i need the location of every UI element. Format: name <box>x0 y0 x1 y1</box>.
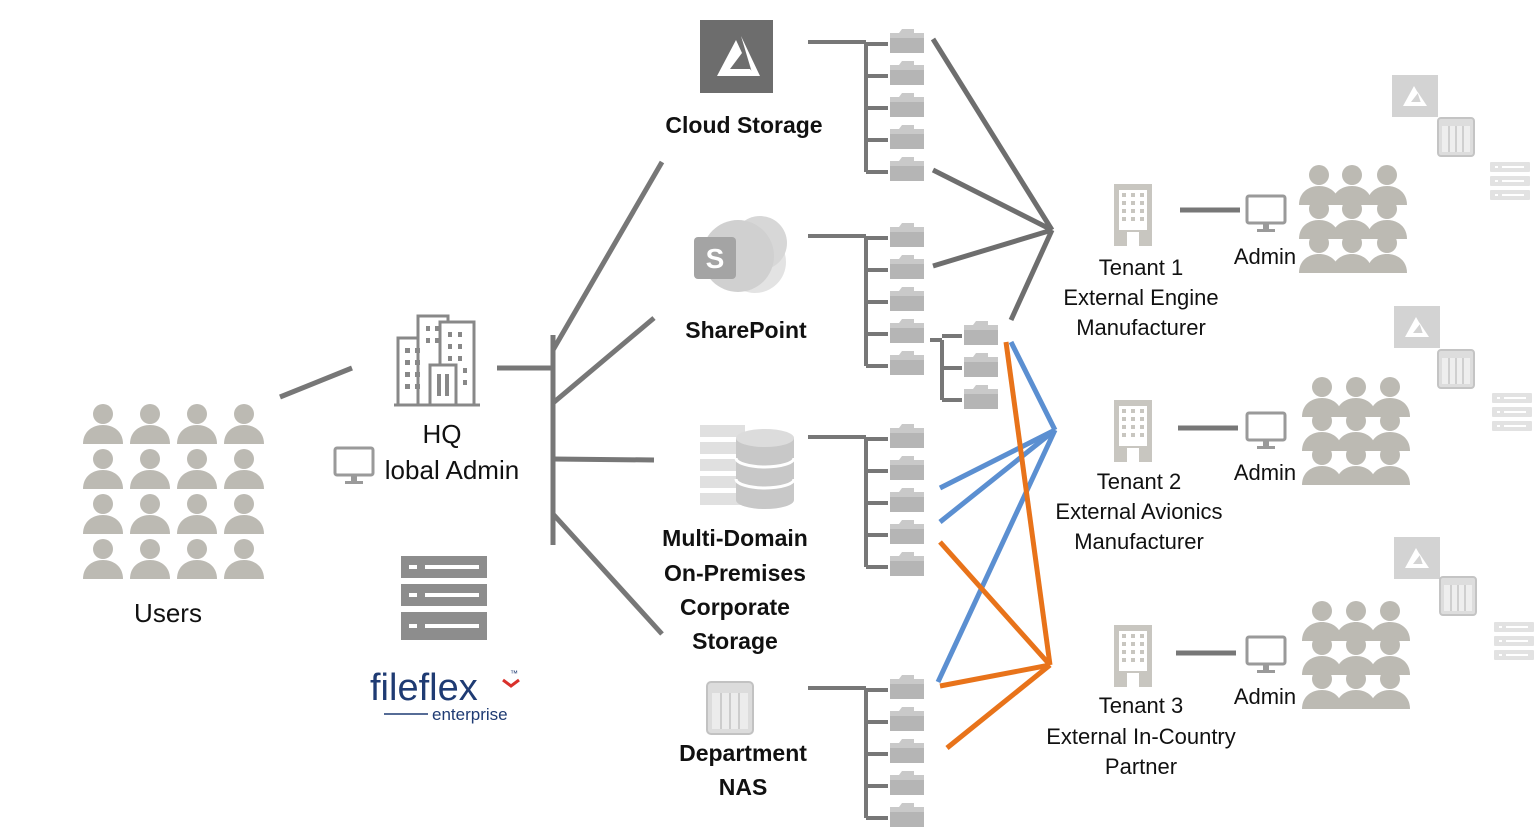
folder-icon <box>964 385 998 409</box>
storage-label-multidomain-3: Corporate <box>680 594 790 620</box>
brand-sub: enterprise <box>432 705 508 724</box>
tenant-2-desc-2: Manufacturer <box>1074 529 1204 554</box>
brand-tm: ™ <box>510 669 518 678</box>
storage-label-multidomain-2: On-Premises <box>664 560 806 586</box>
folder-icon <box>890 125 924 149</box>
access-lines-tenant3 <box>938 341 1053 750</box>
tenant-3-users-icon <box>1302 601 1410 709</box>
folder-icon <box>890 61 924 85</box>
tenant-3: Tenant 3 External In-Country Partner Adm… <box>1046 537 1534 779</box>
access-lines-tenant1 <box>930 37 1055 322</box>
folder-icon <box>890 287 924 311</box>
tenant-1-building-icon <box>1114 184 1152 246</box>
users-label: Users <box>134 598 202 628</box>
folder-icon <box>890 739 924 763</box>
multidomain-storage-icon <box>700 425 796 509</box>
hq-building-icon <box>394 314 480 407</box>
hq-storage-tree <box>497 160 665 636</box>
tenant-1-name: Tenant 1 <box>1099 255 1183 280</box>
tenant-3-building-icon <box>1114 625 1152 687</box>
folder-icon <box>890 488 924 512</box>
tenant-2-users-icon <box>1302 377 1410 485</box>
storage-label-nas-1: Department <box>679 740 807 766</box>
tenant-1-desc-2: Manufacturer <box>1076 315 1206 340</box>
storage-label-multidomain-4: Storage <box>692 628 778 654</box>
tenant-2-rack-icon <box>1492 393 1532 431</box>
folder-icon <box>890 255 924 279</box>
folder-icon <box>890 456 924 480</box>
tenant-3-desc-2: Partner <box>1105 754 1177 779</box>
access-lines-tenant2 <box>935 340 1058 684</box>
nas-icon <box>706 681 754 735</box>
tenant-1: Tenant 1 External Engine Manufacturer Ad… <box>1063 75 1530 340</box>
folder-icon <box>964 321 998 345</box>
brand-name: fileflex <box>370 667 478 709</box>
users-group: Users <box>83 404 264 628</box>
folder-icon <box>890 803 924 827</box>
hq-label: HQ <box>423 419 462 449</box>
folder-icon <box>890 707 924 731</box>
tenant-2-admin-label: Admin <box>1234 460 1296 485</box>
tenant-3-nas-icon <box>1439 576 1477 616</box>
users-icon <box>83 404 264 579</box>
tenant-1-nas-icon <box>1437 117 1475 157</box>
folder-icon <box>890 552 924 576</box>
folder-icon <box>890 319 924 343</box>
storage-label-sharepoint: SharePoint <box>685 317 807 343</box>
tenant-2-building-icon <box>1114 400 1152 462</box>
folder-icons <box>890 29 998 827</box>
storage-label-cloud: Cloud Storage <box>665 112 822 138</box>
folder-icon <box>890 157 924 181</box>
folder-icon <box>890 520 924 544</box>
folder-icon <box>890 351 924 375</box>
tenant-2-azure-icon <box>1394 306 1440 348</box>
tenant-3-desc-1: External In-Country <box>1046 724 1236 749</box>
folder-icon <box>890 29 924 53</box>
storage-label-nas-2: NAS <box>719 774 768 800</box>
tenant-1-desc-1: External Engine <box>1063 285 1218 310</box>
folder-icon <box>890 223 924 247</box>
hq-monitor-icon <box>333 446 375 486</box>
tenant-1-monitor-icon <box>1245 194 1287 234</box>
folder-icon <box>890 93 924 117</box>
tenant-3-monitor-icon <box>1245 635 1287 675</box>
folder-icon <box>890 771 924 795</box>
tenant-3-rack-icon <box>1494 622 1534 660</box>
tenant-3-azure-icon <box>1394 537 1440 579</box>
tenant-1-admin-label: Admin <box>1234 244 1296 269</box>
tenant-2-monitor-icon <box>1245 411 1287 451</box>
folder-icon <box>890 675 924 699</box>
tenant-1-azure-icon <box>1392 75 1438 117</box>
folder-tree-connectors <box>808 40 962 820</box>
tenant-1-users-icon <box>1299 165 1407 273</box>
storage-label-multidomain-1: Multi-Domain <box>662 525 808 551</box>
tenant-3-admin-label: Admin <box>1234 684 1296 709</box>
fileflex-logo: fileflex ™ enterprise <box>360 658 535 732</box>
tenant-2-name: Tenant 2 <box>1097 469 1181 494</box>
sharepoint-icon: S <box>694 216 787 293</box>
users-hq-connector <box>279 365 353 400</box>
tenant-2-desc-1: External Avionics <box>1055 499 1222 524</box>
sharepoint-letter: S <box>706 243 725 274</box>
server-rack-icon <box>401 556 487 640</box>
folder-icon <box>964 353 998 377</box>
hq-admin-label: lobal Admin <box>385 455 519 485</box>
folder-icon <box>890 424 924 448</box>
tenant-2: Tenant 2 External Avionics Manufacturer … <box>1055 306 1532 554</box>
tenant-2-nas-icon <box>1437 349 1475 389</box>
tenant-1-rack-icon <box>1490 162 1530 200</box>
azure-icon <box>700 20 773 93</box>
tenant-3-name: Tenant 3 <box>1099 693 1183 718</box>
